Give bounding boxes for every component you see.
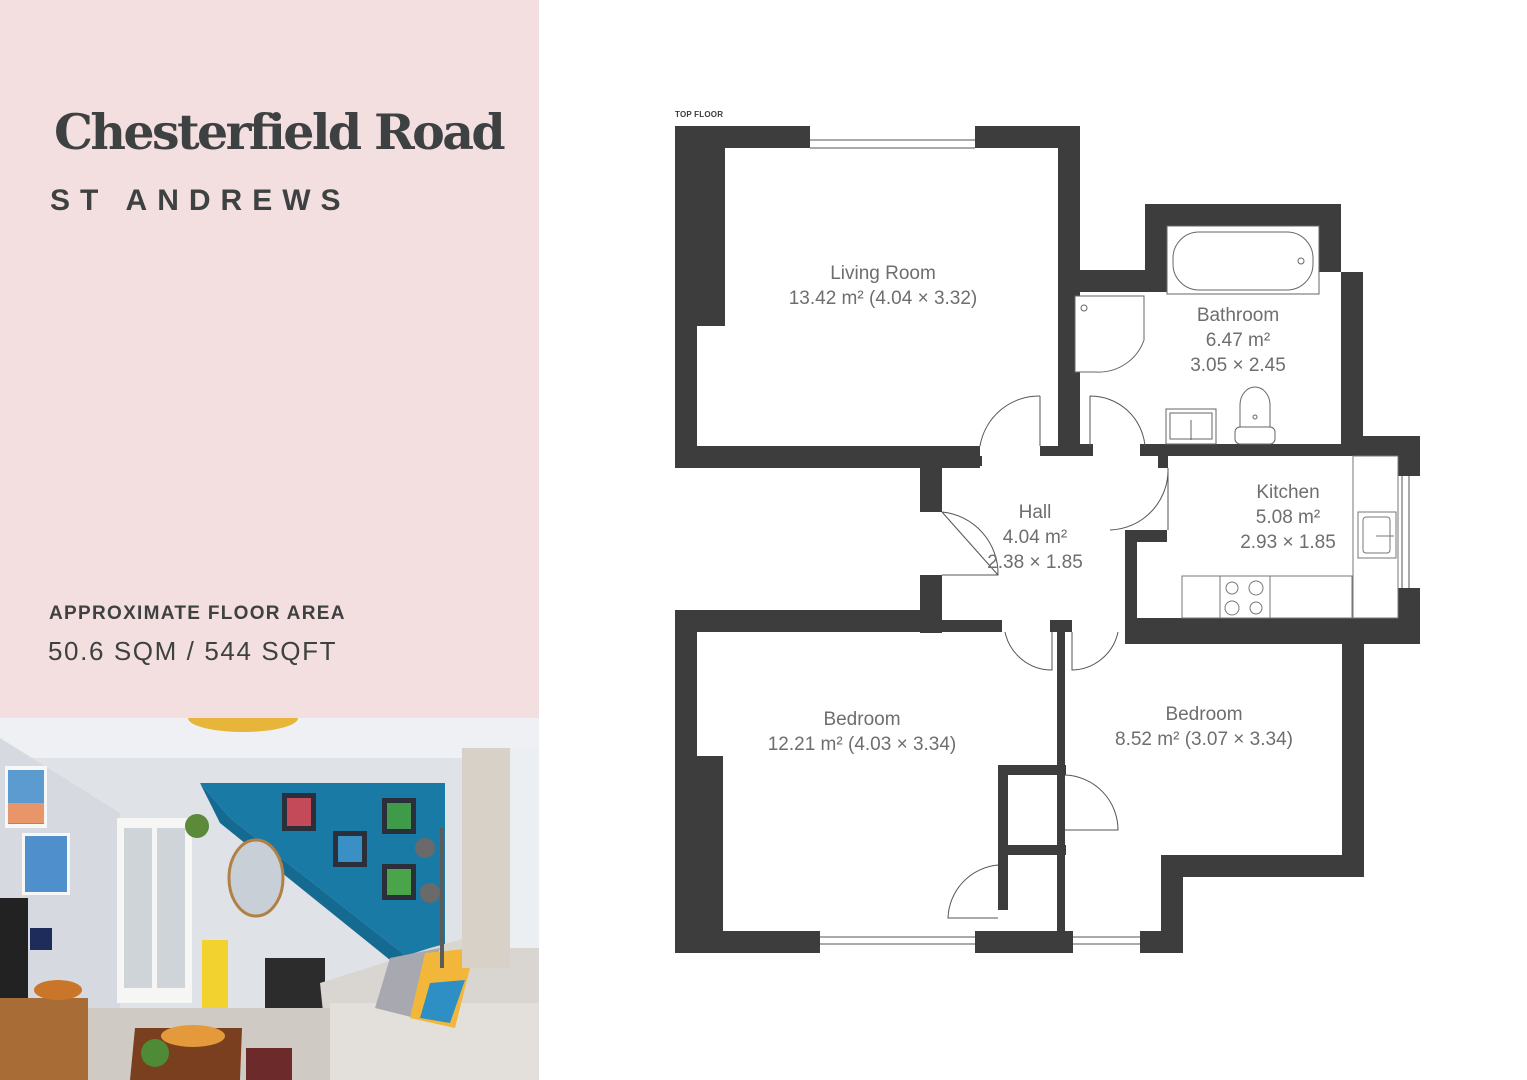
walls [675, 126, 1420, 953]
interior-photo-icon [0, 718, 539, 1080]
kitchen-fixtures [1181, 455, 1399, 619]
room-bedroom-1: Bedroom 12.21 m² (4.03 × 3.34) [768, 707, 957, 757]
room-name: Living Room [830, 263, 936, 284]
room-name: Bathroom [1196, 305, 1280, 326]
room-area: 4.04 m² [1002, 527, 1068, 548]
room-bedroom-2: Bedroom 8.52 m² (3.07 × 3.34) [1115, 702, 1293, 752]
windows [810, 139, 1410, 945]
room-name: Hall [1018, 502, 1052, 523]
info-panel: Chesterfield Road ST ANDREWS APPROXIMATE… [0, 0, 539, 1080]
room-dimensions: 2.38 × 1.85 [987, 552, 1083, 573]
doors [941, 395, 1169, 919]
bathroom-fixtures [1074, 225, 1320, 445]
floor-area-value: 50.6 SQM / 544 SQFT [48, 636, 338, 666]
property-title: Chesterfield Road [54, 103, 506, 161]
toilet-icon [1234, 426, 1276, 445]
room-area: 6.47 m² [1205, 330, 1271, 351]
room-dimensions: 2.93 × 1.85 [1240, 532, 1336, 553]
room-kitchen: Kitchen 5.08 m² 2.93 × 1.85 [1240, 480, 1336, 555]
room-area: 13.42 m² (4.04 × 3.32) [788, 288, 978, 309]
room-area: 8.52 m² (3.07 × 3.34) [1115, 729, 1293, 750]
floor-area-label: APPROXIMATE FLOOR AREA [49, 603, 346, 624]
room-living-room: Living Room 13.42 m² (4.04 × 3.32) [789, 261, 978, 311]
room-name: Kitchen [1256, 482, 1320, 503]
bathtub-icon [1172, 231, 1314, 291]
shower-icon [1074, 295, 1145, 373]
room-hall: Hall 4.04 m² 2.38 × 1.85 [987, 500, 1083, 575]
room-area: 5.08 m² [1255, 507, 1321, 528]
room-bathroom: Bathroom 6.47 m² 3.05 × 2.45 [1190, 303, 1286, 378]
floor-label: TOP FLOOR [675, 110, 724, 119]
room-area: 12.21 m² (4.03 × 3.34) [767, 734, 957, 755]
property-location: ST ANDREWS [50, 184, 351, 217]
room-name: Bedroom [823, 709, 901, 730]
living-room-photo [0, 718, 539, 1080]
room-dimensions: 3.05 × 2.45 [1190, 355, 1286, 376]
room-name: Bedroom [1165, 704, 1243, 725]
